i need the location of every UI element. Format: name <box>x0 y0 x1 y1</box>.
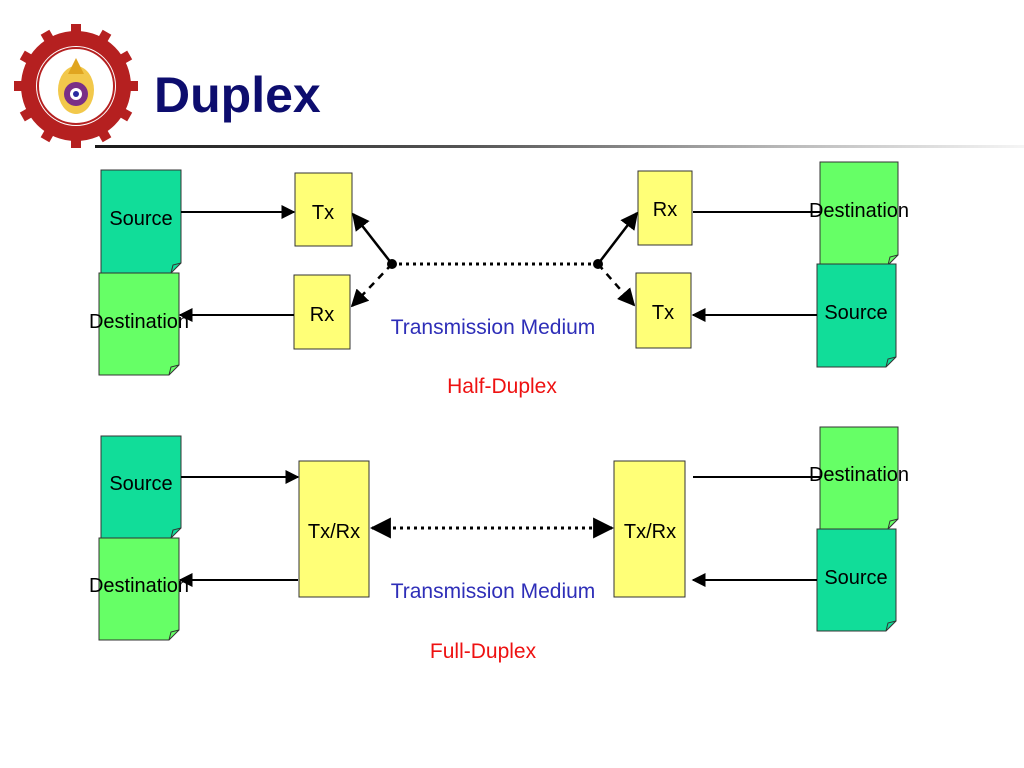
half-right-rx-box <box>637 170 693 246</box>
half-left-source-label: Source <box>109 208 172 230</box>
emblem-icon <box>58 58 94 114</box>
half-medium-label: Transmission Medium <box>391 316 596 339</box>
half-right-rx-link <box>597 211 639 265</box>
half-left-tx-link <box>351 212 393 265</box>
half-right-tx-link <box>597 263 636 307</box>
full-right-txrx-label: Tx/Rx <box>624 521 676 543</box>
half-left-tx-box <box>294 172 353 247</box>
full-left-destination-label: Destination <box>89 575 189 597</box>
half-right-source-label: Source <box>824 302 887 324</box>
full-left-source-box <box>100 435 182 539</box>
half-right-rx-label: Rx <box>653 199 677 221</box>
half-duplex-mode-label: Half-Duplex <box>447 375 557 398</box>
half-left-tx-label: Tx <box>312 202 334 224</box>
half-right-destination-box <box>819 161 899 266</box>
half-right-tx-label: Tx <box>652 302 674 324</box>
half-left-junction <box>387 259 397 269</box>
full-duplex-diagram: Source Destination Tx/Rx Tx/Rx Destinati… <box>89 426 909 663</box>
half-left-source-box <box>100 169 182 274</box>
full-right-txrx-box <box>613 460 686 598</box>
full-left-destination-box <box>98 537 180 641</box>
slide-title: Duplex <box>154 67 321 123</box>
half-right-destination-label: Destination <box>809 200 909 222</box>
half-right-tx-box <box>635 272 692 349</box>
half-left-rx-box <box>293 274 351 350</box>
title-divider <box>95 145 1024 148</box>
full-left-source-label: Source <box>109 473 172 495</box>
full-left-txrx-box <box>298 460 370 598</box>
full-right-destination-label: Destination <box>809 464 909 486</box>
half-right-source-box <box>816 263 897 368</box>
full-duplex-mode-label: Full-Duplex <box>430 640 537 663</box>
full-medium-label: Transmission Medium <box>391 580 596 603</box>
university-logo <box>14 24 138 148</box>
full-left-txrx-label: Tx/Rx <box>308 521 360 543</box>
half-left-destination-box <box>98 272 180 376</box>
full-right-destination-box <box>819 426 899 530</box>
half-left-destination-label: Destination <box>89 311 189 333</box>
full-right-source-box <box>816 528 897 632</box>
half-left-rx-link <box>350 263 393 308</box>
half-duplex-diagram: Source Destination Tx Rx Destination Sou… <box>89 161 909 398</box>
full-right-source-label: Source <box>824 567 887 589</box>
half-left-rx-label: Rx <box>310 304 334 326</box>
